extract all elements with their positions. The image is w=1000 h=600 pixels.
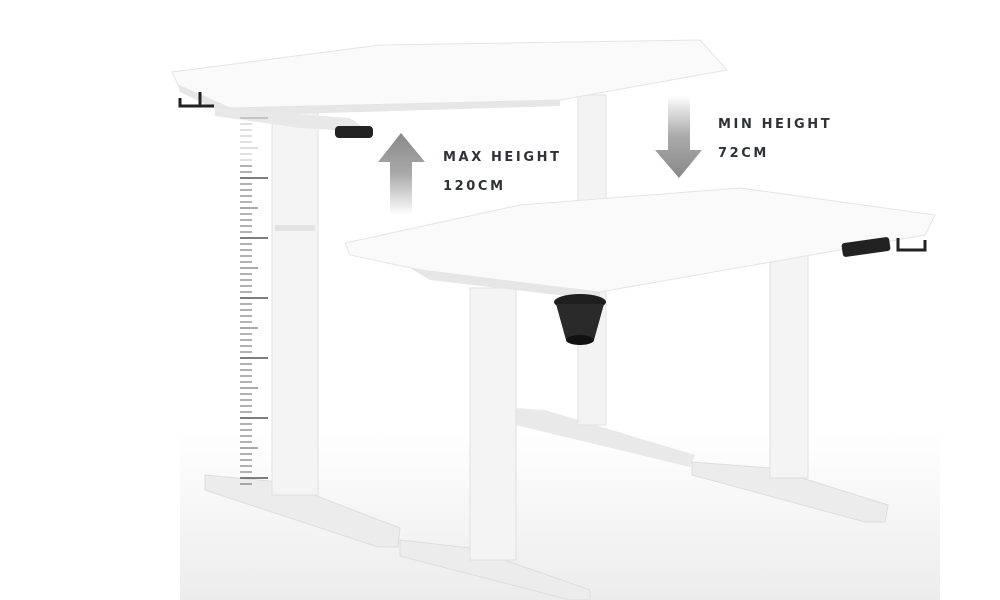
- desk-min-height: [344, 187, 936, 600]
- desk-max-height: [171, 39, 728, 548]
- desk-top: [344, 187, 936, 293]
- control-panel: [335, 126, 373, 138]
- headphone-hook: [178, 92, 214, 108]
- back-foot: [515, 408, 695, 467]
- left-leg: [469, 287, 517, 561]
- max-height-title: MAX HEIGHT: [443, 150, 562, 165]
- down-arrow-icon: [655, 95, 702, 178]
- headphone-hook: [896, 238, 927, 252]
- front-leg: [271, 109, 319, 496]
- min-height-label: MIN HEIGHT 72CM: [718, 110, 832, 168]
- desk-top: [171, 39, 728, 109]
- height-ruler: [240, 117, 268, 485]
- max-height-value: 120CM: [443, 179, 506, 194]
- max-height-label: MAX HEIGHT 120CM: [443, 143, 562, 201]
- min-height-value: 72CM: [718, 146, 769, 161]
- control-panel: [841, 237, 891, 257]
- cup-holder: [554, 294, 606, 345]
- right-leg: [769, 249, 809, 479]
- min-height-title: MIN HEIGHT: [718, 117, 833, 132]
- up-arrow-icon: [378, 133, 425, 215]
